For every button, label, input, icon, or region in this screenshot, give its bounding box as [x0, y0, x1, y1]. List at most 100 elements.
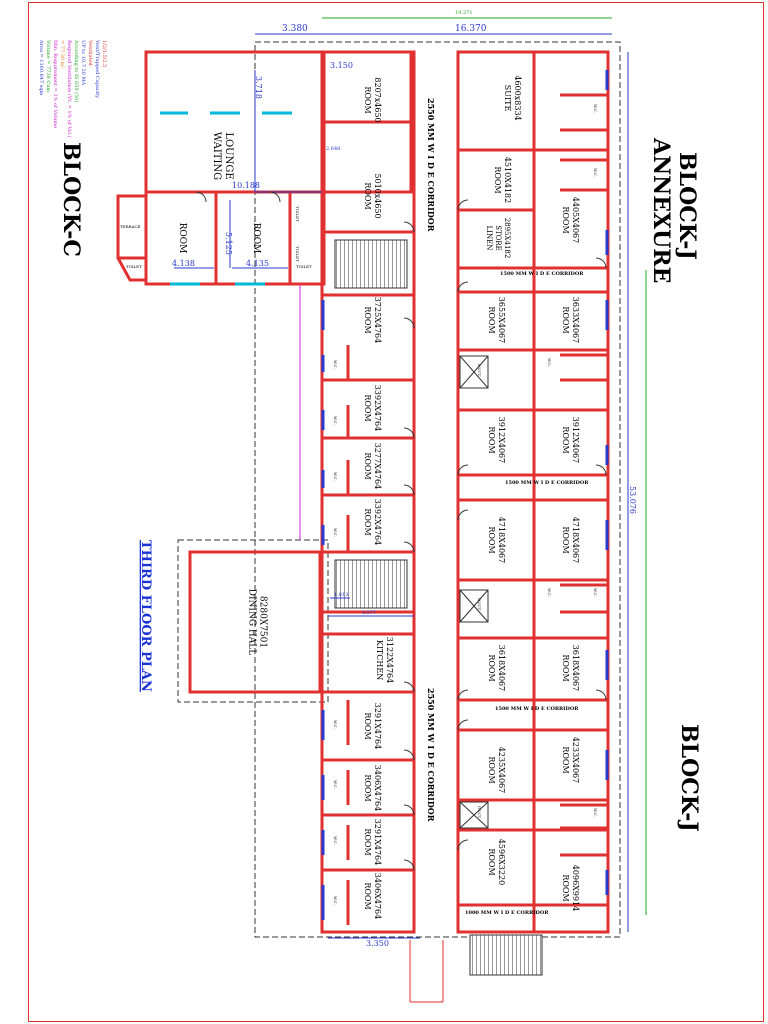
- room-label-room-8207-top: ROOM8207x4650: [363, 77, 382, 122]
- duct-label-2: DUCT: [477, 598, 482, 611]
- room-label-room-4718b: ROOM4718X4067: [561, 517, 580, 563]
- room-label-line: 3122X4764: [385, 637, 394, 683]
- room-label-line: ROOM: [487, 306, 496, 333]
- dim-2648: 2.648: [326, 146, 340, 152]
- room-label-room-3392b: ROOM3392X4764: [363, 499, 382, 545]
- room-label-line: STORE: [494, 225, 502, 251]
- corridor-main-top: 2550 MM W I D E CORRIDOR: [426, 98, 436, 232]
- staircase-top: [334, 239, 408, 289]
- duct-label-1: DUCT: [477, 364, 482, 377]
- small-labels: TOILET TOILET TOILET TOILET TERRACE W.C.…: [120, 104, 598, 905]
- room-label-line: 2895X4182: [503, 218, 511, 259]
- toilet-label-4: TOILET: [296, 264, 312, 269]
- room-label-line: 3618X4067: [571, 645, 580, 691]
- room-label-room-3277: ROOM3277X4764: [363, 443, 382, 489]
- room-label-line: 3392X4764: [373, 385, 382, 431]
- room-label-line: ROOM: [561, 426, 570, 453]
- note-7: Ventilated: [87, 39, 93, 66]
- room-label-room-4096: ROOM4096X9914: [561, 865, 580, 911]
- room-label-line: 3618X4067: [497, 645, 506, 691]
- plan-title: THIRD FLOOR PLAN: [138, 540, 153, 692]
- dim-19271: 19.271: [455, 10, 473, 16]
- room-label-waiting-lounge: WAITINGLOUNGE: [211, 132, 234, 180]
- note-8: Vent/Trapped Capacity: [94, 39, 100, 98]
- room-label-room-3618b: ROOM3618X4067: [561, 645, 580, 691]
- dim-53076: 53.076: [628, 486, 637, 514]
- room-label-line: KITCHEN: [375, 640, 384, 680]
- wc-label-10: W.C.: [593, 168, 598, 177]
- room-label-room-3406b: ROOM3406X4764: [363, 873, 382, 919]
- room-label-line: 4405X4067: [571, 197, 580, 243]
- room-label-line: ROOM: [363, 452, 372, 479]
- dining-dashed-outline: [177, 539, 329, 703]
- room-label-line: ROOM: [487, 526, 496, 553]
- room-label-line: ROOM: [561, 306, 570, 333]
- room-label-room-8207-bot: ROOM5010x4650: [363, 173, 382, 218]
- room-label-line: LINEN: [485, 226, 493, 251]
- block-c-label: BLOCK-C: [58, 142, 84, 257]
- room-label-line: 3725X4764: [373, 297, 382, 343]
- toilet-label-3: TOILET: [126, 264, 142, 269]
- block-j-bottom-label: BLOCK-J: [676, 724, 702, 832]
- dim-16370: 16.370: [455, 24, 487, 34]
- room-label-line: 3406X4764: [373, 873, 382, 919]
- room-label-room-3912b: ROOM3912X4067: [561, 417, 580, 463]
- room-label-line: ROOM: [363, 828, 372, 855]
- wc-label-11: W.C.: [547, 358, 552, 367]
- room-label-line: WAITING: [211, 132, 222, 180]
- wc-label-2: W.C.: [333, 416, 338, 425]
- room-label-kitchen: KITCHEN3122X4764: [375, 637, 394, 683]
- dim-4135: 4.135: [246, 259, 269, 268]
- note-5: According to IS 659 (50): [73, 39, 80, 102]
- room-label-room-3291a: ROOM3291X4764: [363, 703, 382, 749]
- wc-label-14: W.C.: [593, 808, 598, 817]
- corridor-1500-c: 1500 MM W I D E CORRIDOR: [495, 706, 579, 712]
- left-wing-walls: [320, 50, 416, 934]
- room-label-room-4405: ROOM4405X4067: [561, 197, 580, 243]
- wc-label-9: W.C.: [593, 104, 598, 113]
- room-label-line: DINING HALL: [247, 589, 257, 655]
- room-label-line: 3912X4067: [571, 417, 580, 463]
- room-label-line: ROOM: [561, 874, 570, 901]
- room-label-linen-store: LINENSTORE2895X4182: [485, 218, 511, 259]
- room-label-line: 4718X4067: [497, 517, 506, 563]
- room-label-line: 4096X9914: [571, 865, 580, 911]
- dim-3380: 3.380: [282, 24, 308, 34]
- room-label-room-4233b: ROOM4233X4067: [561, 737, 580, 783]
- dim-4138: 4.138: [172, 259, 195, 268]
- dining-hall-walls: [188, 550, 322, 694]
- room-label-line: 4235X4067: [497, 747, 506, 793]
- room-label-room-4718a: ROOM4718X4067: [487, 517, 506, 563]
- room-label-room-3633: ROOM3633X4067: [561, 297, 580, 343]
- duct-label-3: DUCT: [477, 806, 482, 819]
- wc-label-4: W.C.: [333, 528, 338, 537]
- room-label-line: ROOM: [487, 848, 496, 875]
- ducts: [459, 355, 489, 829]
- room-label-room-3406a: ROOM3406X4764: [363, 765, 382, 811]
- room-label-line: 3277X4764: [373, 443, 382, 489]
- room-label-room-4596: ROOM4596X3220: [487, 839, 506, 885]
- room-label-line: ROOM: [487, 654, 496, 681]
- room-label-room-3291b: ROOM3291X4764: [363, 819, 382, 865]
- room-label-line: ROOM: [561, 526, 570, 553]
- block-j-annexure-label-2: ANNEXURE: [648, 137, 674, 283]
- room-label-line: 8280X7501: [258, 596, 268, 648]
- wc-label-8: W.C.: [333, 896, 338, 905]
- room-label-line: 5010x4650: [373, 173, 382, 218]
- room-label-room-3912a: ROOM3912X4067: [487, 417, 506, 463]
- note-2: Min. Requirement = 1% of Volume: [52, 40, 58, 128]
- wc-label-5: W.C.: [333, 720, 338, 729]
- room-label-line: 3912X4067: [497, 417, 506, 463]
- room-label-line: ROOM: [561, 206, 570, 233]
- overall-outline: [254, 41, 621, 938]
- room-label-line: ROOM: [363, 712, 372, 739]
- door-arcs: [195, 191, 607, 871]
- wc-label-6: W.C.: [333, 780, 338, 789]
- room-label-line: 4596X3220: [497, 839, 506, 885]
- room-label-line: LOUNGE: [223, 132, 234, 179]
- dimension-texts: 3.380 16.370 19.271 3.718 3.150 10.188 5…: [172, 10, 637, 948]
- room-label-room-4235a: ROOM4235X4067: [487, 747, 506, 793]
- toilet-label-1: TOILET: [295, 206, 300, 222]
